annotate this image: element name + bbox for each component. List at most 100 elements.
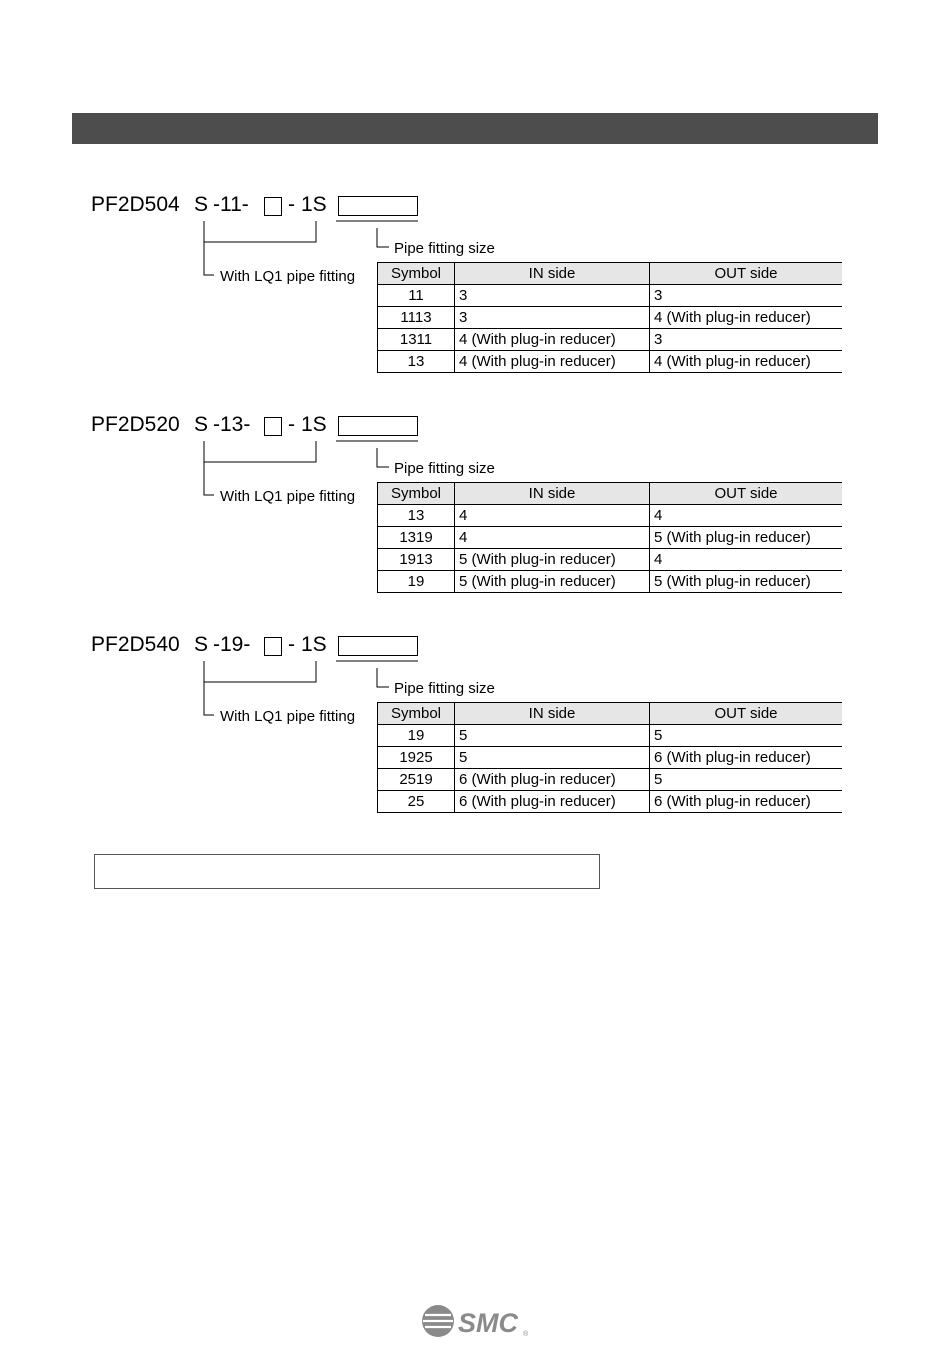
leader-lines [203,660,418,716]
symbol-cell: 1913 [377,548,455,571]
table-row: 11 3 3 [377,284,842,307]
in-side-cell: 5 [454,746,650,769]
in-side-cell: 3 [454,306,650,329]
s-letter: S [194,413,209,436]
fitting-code: -13- [213,413,251,436]
pipe-fitting-size-label: Pipe fitting size [394,680,495,697]
out-side-cell: 4 [649,548,842,571]
out-side-cell: 6 (With plug-in reducer) [649,790,842,813]
table-row: 1319 4 5 (With plug-in reducer) [377,526,842,549]
model-section-pf2d504: PF2D504 S -11- - 1S With LQ1 pipe fittin… [0,193,950,393]
leader-lines [203,440,418,496]
out-side-cell: 4 (With plug-in reducer) [649,306,842,329]
separator-dash: - [288,633,295,656]
in-side-cell: 4 (With plug-in reducer) [454,350,650,373]
out-side-cell: 6 (With plug-in reducer) [649,746,842,769]
col-out-side: OUT side [649,262,842,285]
symbol-cell: 1311 [377,328,455,351]
table-header-row: Symbol IN side OUT side [377,482,842,505]
symbol-cell: 19 [377,570,455,593]
in-side-cell: 4 (With plug-in reducer) [454,328,650,351]
col-in-side: IN side [454,262,650,285]
registered-mark: ® [523,1330,529,1338]
s-letter: S [194,633,209,656]
s-letter: S [194,193,209,216]
size-box [338,636,418,656]
suffix-code: 1S [301,413,327,436]
col-symbol: Symbol [377,262,455,285]
col-in-side: IN side [454,482,650,505]
symbol-cell: 1113 [377,306,455,329]
model-number: PF2D540 [91,633,180,656]
table-row: 1913 5 (With plug-in reducer) 4 [377,548,842,571]
model-section-pf2d540: PF2D540 S -19- - 1S With LQ1 pipe fittin… [0,633,950,833]
smc-logo: SMC ® [422,1305,529,1338]
col-in-side: IN side [454,702,650,725]
table-row: 25 6 (With plug-in reducer) 6 (With plug… [377,790,842,813]
symbol-cell: 25 [377,790,455,813]
section-header-bar [72,113,878,144]
table-row: 19 5 (With plug-in reducer) 5 (With plug… [377,570,842,593]
suffix-code: 1S [301,633,327,656]
option-box [264,637,282,656]
symbol-cell: 1319 [377,526,455,549]
lq1-fitting-label: With LQ1 pipe fitting [220,268,356,285]
table-row: 1311 4 (With plug-in reducer) 3 [377,328,842,351]
out-side-cell: 5 [649,724,842,747]
logo-text: SMC [458,1308,519,1338]
col-symbol: Symbol [377,482,455,505]
fitting-size-table: Symbol IN side OUT side 11 3 3 1113 3 4 … [377,262,842,373]
model-number: PF2D520 [91,413,180,436]
fitting-code: -19- [213,633,251,656]
symbol-cell: 11 [377,284,455,307]
out-side-cell: 5 (With plug-in reducer) [649,526,842,549]
fitting-size-table: Symbol IN side OUT side 19 5 5 1925 5 6 … [377,702,842,813]
size-box [338,196,418,216]
symbol-cell: 1925 [377,746,455,769]
table-row: 13 4 4 [377,504,842,527]
note-box [94,854,600,889]
option-box [264,417,282,436]
table-header-row: Symbol IN side OUT side [377,262,842,285]
table-row: 1113 3 4 (With plug-in reducer) [377,306,842,329]
col-symbol: Symbol [377,702,455,725]
fitting-size-table: Symbol IN side OUT side 13 4 4 1319 4 5 … [377,482,842,593]
in-side-cell: 3 [454,284,650,307]
in-side-cell: 5 [454,724,650,747]
table-header-row: Symbol IN side OUT side [377,702,842,725]
pipe-fitting-size-label: Pipe fitting size [394,240,495,257]
leader-lines [203,220,418,276]
in-side-cell: 6 (With plug-in reducer) [454,790,650,813]
out-side-cell: 3 [649,284,842,307]
smc-logo-mark-icon [422,1305,454,1337]
symbol-cell: 13 [377,504,455,527]
pipe-fitting-size-label: Pipe fitting size [394,460,495,477]
out-side-cell: 3 [649,328,842,351]
in-side-cell: 4 [454,526,650,549]
table-row: 1925 5 6 (With plug-in reducer) [377,746,842,769]
suffix-code: 1S [301,193,327,216]
symbol-cell: 2519 [377,768,455,791]
option-box [264,197,282,216]
symbol-cell: 13 [377,350,455,373]
table-row: 2519 6 (With plug-in reducer) 5 [377,768,842,791]
table-row: 13 4 (With plug-in reducer) 4 (With plug… [377,350,842,373]
in-side-cell: 5 (With plug-in reducer) [454,548,650,571]
out-side-cell: 4 (With plug-in reducer) [649,350,842,373]
lq1-fitting-label: With LQ1 pipe fitting [220,488,356,505]
in-side-cell: 5 (With plug-in reducer) [454,570,650,593]
symbol-cell: 19 [377,724,455,747]
out-side-cell: 5 (With plug-in reducer) [649,570,842,593]
fitting-code: -11- [213,193,249,216]
col-out-side: OUT side [649,482,842,505]
separator-dash: - [288,413,295,436]
in-side-cell: 6 (With plug-in reducer) [454,768,650,791]
out-side-cell: 4 [649,504,842,527]
model-number: PF2D504 [91,193,180,216]
separator-dash: - [288,193,295,216]
out-side-cell: 5 [649,768,842,791]
col-out-side: OUT side [649,702,842,725]
size-box [338,416,418,436]
lq1-fitting-label: With LQ1 pipe fitting [220,708,356,725]
table-row: 19 5 5 [377,724,842,747]
